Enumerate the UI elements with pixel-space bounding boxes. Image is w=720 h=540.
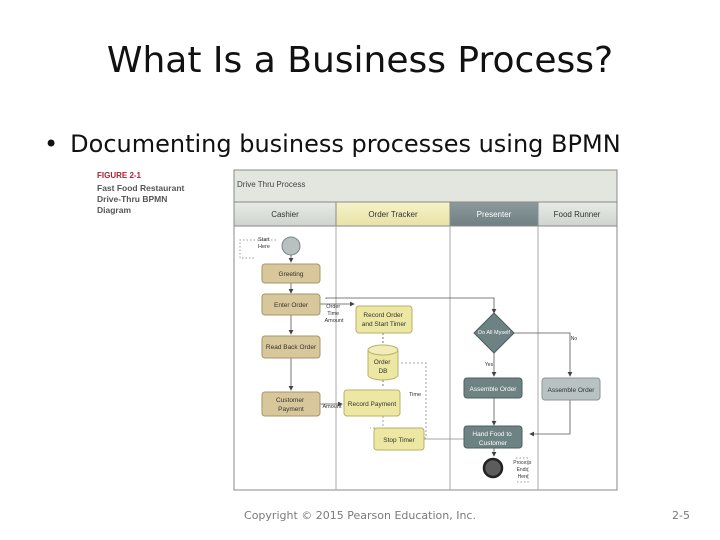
task-label: Assemble Order: [470, 386, 518, 393]
task-label: Read Back Order: [266, 344, 317, 351]
flow-connector: [529, 398, 571, 437]
datastore-label-line: DB: [378, 368, 387, 375]
pool-title: Drive Thru Process: [237, 180, 305, 189]
datastore-label: Order DB: [374, 359, 392, 375]
gateway-do-all-myself: [473, 312, 515, 354]
flow-label-line: Time: [327, 311, 339, 317]
flow-label-amount: Amount: [323, 404, 342, 410]
task-label: Greeting: [279, 271, 304, 278]
task-record-order-start-timer: [355, 305, 413, 334]
end-annotation-bracket: [516, 457, 529, 483]
task-label: Customer Payment: [276, 397, 306, 413]
figure-caption-line: Fast Food Restaurant: [97, 183, 185, 193]
lane-label: Order Tracker: [368, 210, 418, 219]
figure-caption-line: Drive-Thru BPMN: [97, 194, 167, 204]
datastore-label-line: Order: [374, 359, 391, 366]
task-assemble-order-runner: [541, 377, 601, 401]
task-label-line: Record Order: [363, 312, 403, 319]
slide-title: What Is a Business Process?: [106, 40, 614, 81]
lane-label: Food Runner: [554, 210, 601, 219]
task-label: Assemble Order: [548, 387, 596, 394]
task-label: Hand Food to Customer: [472, 431, 513, 447]
flow-label-no: No: [571, 336, 578, 342]
flow-connector: [325, 297, 497, 314]
flow-label-line: Amount: [325, 318, 344, 324]
flow-label-line: Order: [326, 304, 340, 310]
start-label-line: Here: [258, 244, 270, 250]
order-db-datastore: [367, 344, 399, 381]
start-annotation: Start Here: [258, 237, 271, 250]
task-label: Record Order and Start Timer: [362, 312, 407, 328]
task-label-line: Payment: [278, 406, 304, 413]
flow-label-yes: Yes: [485, 362, 494, 368]
bpmn-figure: FIGURE 2-1 Fast Food Restaurant Drive-Th…: [96, 168, 619, 492]
figure-label: FIGURE 2-1: [97, 171, 142, 180]
task-label: Record Payment: [348, 401, 397, 408]
bpmn-diagram: FIGURE 2-1 Fast Food Restaurant Drive-Th…: [97, 169, 618, 491]
lane-header-presenter: [449, 201, 539, 227]
bullet-text: Documenting business processes using BPM…: [70, 130, 621, 158]
lane-header-food-runner: [537, 201, 618, 227]
bullet-dot: •: [44, 130, 59, 158]
task-label: Stop Timer: [383, 437, 415, 444]
task-assemble-order-presenter: [463, 377, 523, 399]
flow-label-order-time-amount: Order Time Amount: [325, 304, 344, 324]
lane-label: Cashier: [271, 210, 299, 219]
task-label-line: and Start Timer: [362, 321, 407, 328]
task-record-payment: [343, 389, 401, 417]
end-event: [482, 457, 504, 479]
end-annotation: Process Ends Here: [513, 460, 532, 480]
pool-header: [233, 169, 618, 203]
data-association: [401, 362, 427, 439]
start-annotation-bracket: [239, 239, 276, 259]
page-number: 2-5: [672, 509, 690, 522]
task-stop-timer: [373, 427, 425, 451]
flow-connector: [514, 332, 573, 377]
figure-caption: Fast Food Restaurant Drive-Thru BPMN Dia…: [97, 183, 187, 215]
end-label-line: Ends: [517, 467, 529, 473]
task-customer-payment: [261, 391, 321, 417]
task-label: Enter Order: [274, 302, 309, 309]
task-hand-food-to-customer: [463, 425, 523, 449]
flow-label-time: Time: [409, 392, 421, 398]
start-label-line: Start: [258, 237, 270, 243]
lane-header-cashier: [233, 201, 337, 227]
figure-caption-line: Diagram: [97, 205, 131, 215]
start-event: [281, 236, 301, 256]
task-label-line: Customer: [276, 397, 305, 404]
gateway-label: Do All Myself: [478, 330, 510, 336]
task-greeting: [261, 263, 321, 284]
task-label-line: Customer: [479, 440, 508, 447]
task-read-back-order: [261, 335, 321, 359]
task-enter-order: [261, 293, 321, 316]
end-label-line: Here: [518, 474, 529, 480]
task-label-line: Hand Food to: [472, 431, 512, 438]
bullet-item: • Documenting business processes using BP…: [44, 130, 621, 158]
copyright-text: Copyright © 2015 Pearson Education, Inc.: [244, 509, 476, 522]
lane-label: Presenter: [477, 210, 512, 219]
end-label-line: Process: [513, 460, 532, 466]
